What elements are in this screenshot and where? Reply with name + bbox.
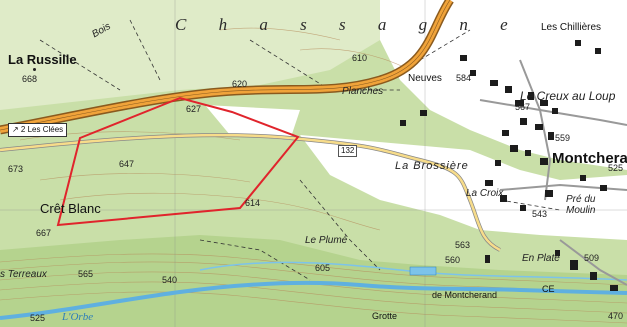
basin <box>409 266 437 276</box>
elevation-614: 614 <box>245 198 261 208</box>
region-name: C h a s s a g n e <box>175 15 522 34</box>
elevation-540: 540 <box>162 275 178 285</box>
elevation-559: 559 <box>555 133 571 143</box>
elevation-667: 667 <box>36 228 52 238</box>
motorway-center <box>0 0 451 131</box>
stream <box>199 261 627 281</box>
elevation-647: 647 <box>119 159 135 169</box>
place-la-russille: La Russille <box>8 52 77 67</box>
elevation-605: 605 <box>315 263 331 273</box>
place-le-creux-au-loup: Le Creux au Loup <box>520 89 616 103</box>
place-pre-du-moulin: Pré du Moulin <box>566 194 596 216</box>
spot-height-marker <box>33 68 36 71</box>
elevation-673: 673 <box>8 164 24 174</box>
elevation-620: 620 <box>232 79 248 89</box>
place-planches: Planches <box>342 86 384 97</box>
place-terreaux: s Terreaux <box>0 269 47 280</box>
place-neuves: Neuves <box>408 73 442 84</box>
forest-light-north <box>0 0 380 110</box>
elevation-525-west: 525 <box>30 313 46 323</box>
river-label-orbe: L'Orbe <box>62 311 94 323</box>
river-orbe <box>0 280 627 320</box>
elevation-563: 563 <box>455 240 471 250</box>
clearing <box>205 105 300 140</box>
elevation-565: 565 <box>78 269 94 279</box>
place-montcherand: Montcheran <box>552 150 627 167</box>
elevation-525-east: 525 <box>608 163 624 173</box>
elevation-668: 668 <box>22 74 38 84</box>
parcel-outline[interactable] <box>56 96 300 227</box>
place-la-brossiere: La Brossière <box>395 160 469 172</box>
place-grotte: Grotte <box>372 311 398 321</box>
elevation-560: 560 <box>445 255 461 265</box>
elevation-470: 470 <box>608 311 624 321</box>
elevation-543: 543 <box>532 209 548 219</box>
place-cret-blanc: Crêt Blanc <box>40 201 101 216</box>
elevation-567: 567 <box>515 102 531 112</box>
place-en-plate: En Platé <box>522 253 560 264</box>
road-number-badge: 132 <box>338 145 358 157</box>
open-land-northeast <box>380 0 627 170</box>
elevation-509: 509 <box>584 253 600 263</box>
place-le-plume: Le Plumé <box>305 235 348 246</box>
place-la-croix: La Croix <box>466 188 504 199</box>
place-les-chillieres: Les Chillières <box>541 22 602 33</box>
elevation-584: 584 <box>456 73 472 83</box>
elevation-610: 610 <box>352 53 368 63</box>
elevation-627: 627 <box>186 104 202 114</box>
buildings <box>400 40 618 291</box>
place-ce: CE <box>542 284 555 294</box>
place-de-montcherand: de Montcherand <box>432 290 498 300</box>
road-132 <box>0 133 501 252</box>
direction-sign: ↗ 2 Les Clées <box>8 123 68 137</box>
